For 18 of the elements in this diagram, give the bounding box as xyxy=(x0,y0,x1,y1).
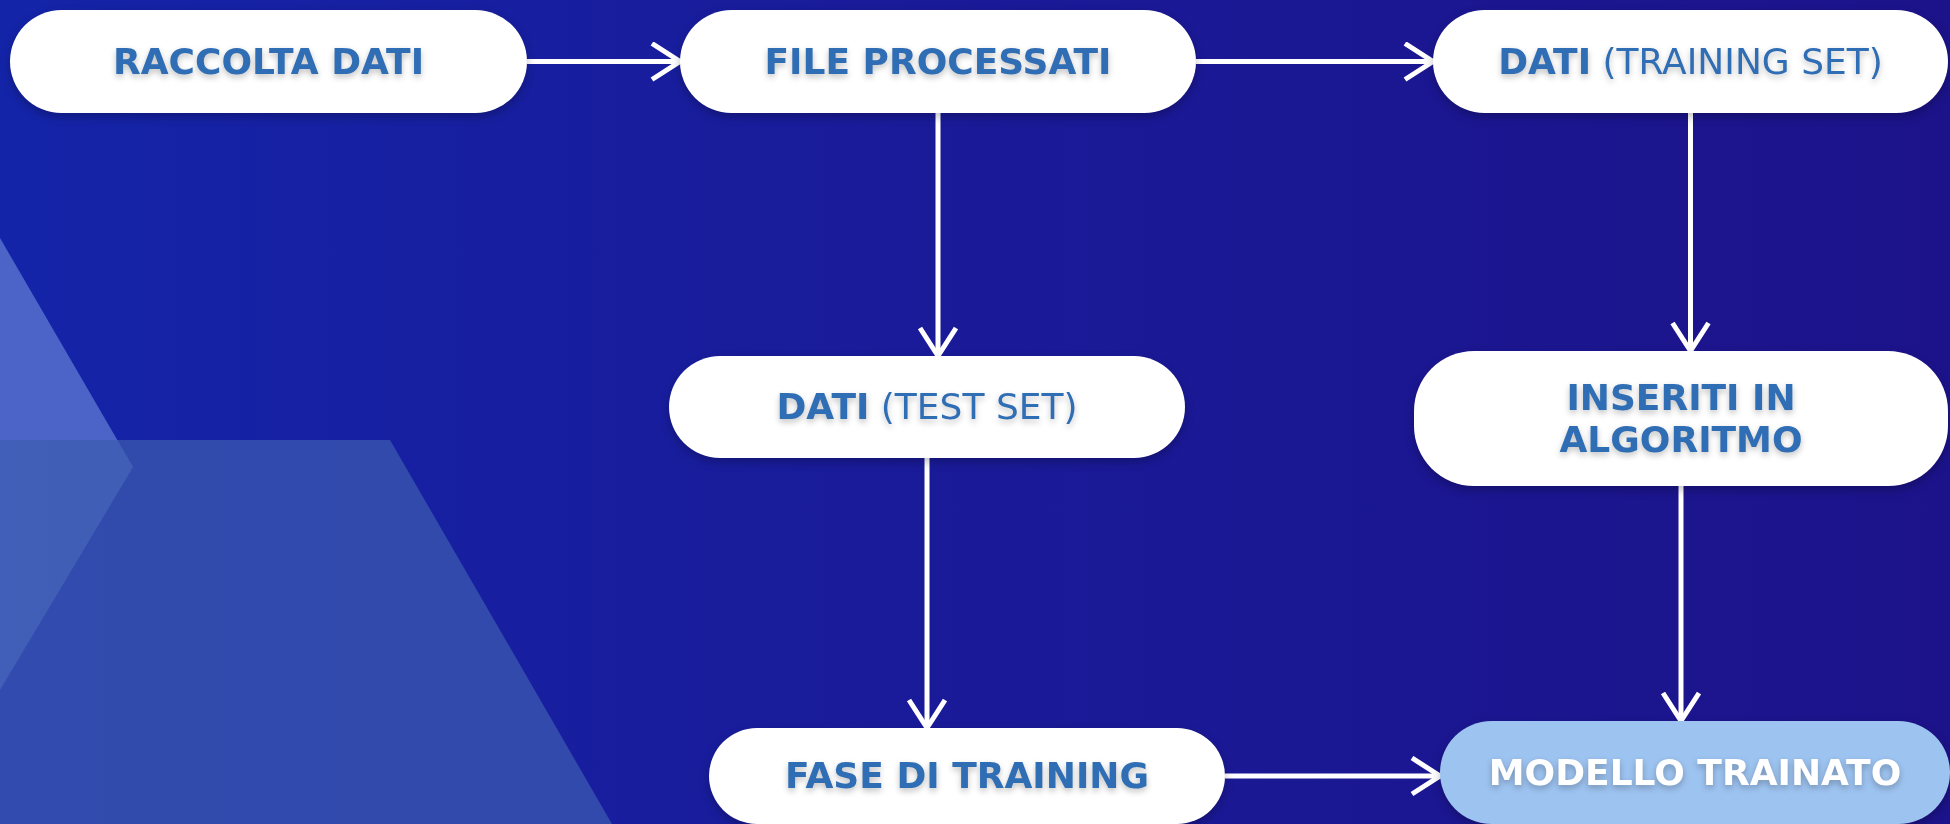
process-box xyxy=(1414,351,1948,486)
process-box xyxy=(669,356,1185,458)
box-label: INSERITI IN ALGORITMO xyxy=(1558,377,1804,460)
process-box xyxy=(1433,10,1948,113)
process-box xyxy=(680,10,1196,113)
box-label: RACCOLTA DATI xyxy=(112,40,425,83)
process-box xyxy=(10,10,527,113)
box-label: DATI (TRAINING SET) xyxy=(1498,40,1883,83)
process-box xyxy=(709,728,1225,824)
box-label: MODELLO TRAINATO xyxy=(1488,751,1902,794)
process-box xyxy=(1440,721,1950,824)
arrow xyxy=(917,113,959,359)
arrow xyxy=(1670,113,1711,354)
box-label: FILE PROCESSATI xyxy=(764,40,1112,83)
arrow xyxy=(1660,486,1702,724)
box-label: DATI (TEST SET) xyxy=(776,386,1078,428)
arrow xyxy=(906,458,948,731)
box-label: FASE DI TRAINING xyxy=(785,755,1149,797)
